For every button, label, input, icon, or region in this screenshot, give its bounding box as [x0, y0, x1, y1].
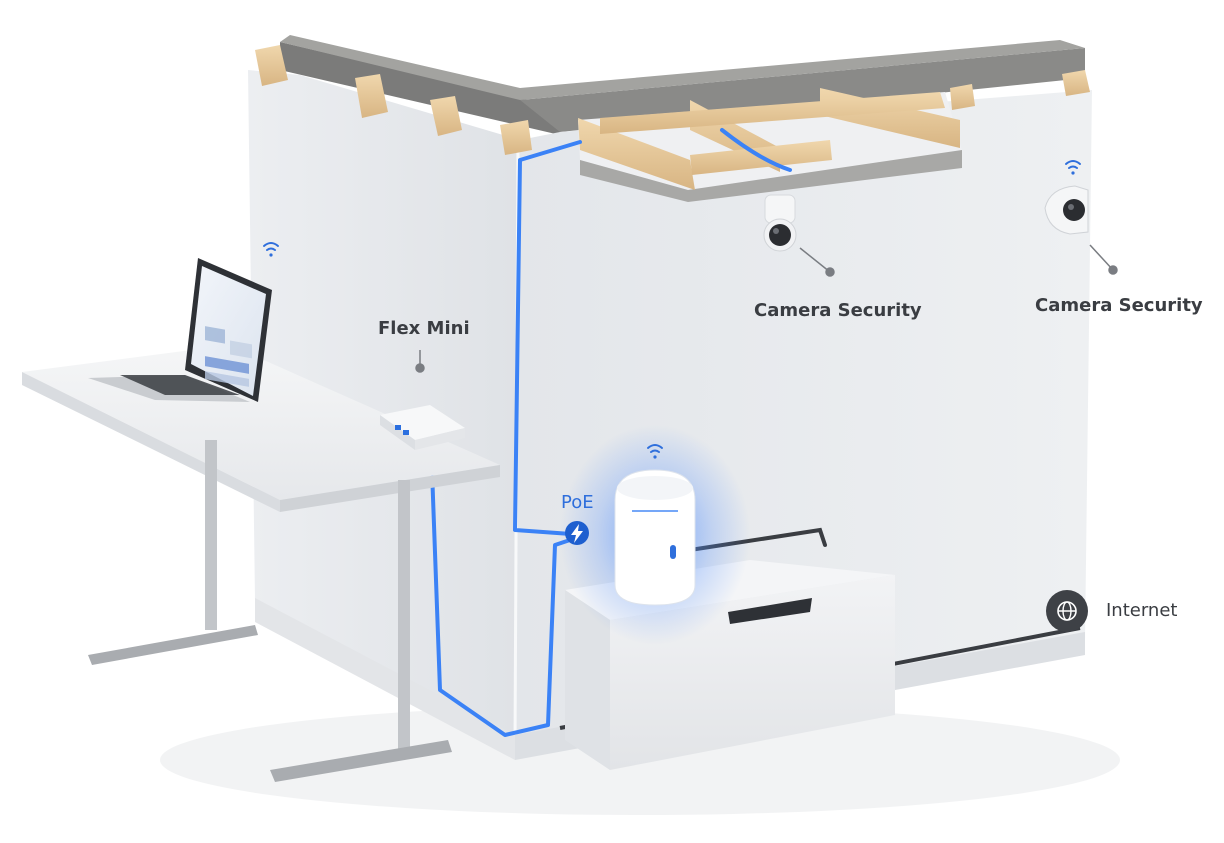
wifi-icon: [647, 444, 663, 459]
left-wall: [248, 70, 520, 745]
ceiling-joists: [255, 45, 1090, 155]
baseboard-left: [255, 598, 515, 760]
wifi-icon: [1065, 160, 1081, 175]
camera-security-wall-label: Camera Security: [1035, 295, 1203, 316]
internet-label: Internet: [1106, 600, 1178, 621]
wifi-icon: [263, 242, 279, 257]
flex-mini-label: Flex Mini: [378, 318, 470, 339]
lightning-bolt-icon: [565, 521, 589, 545]
leader-lines: [415, 244, 1118, 373]
router: [614, 469, 696, 606]
wall-top-bricks: [280, 35, 1085, 135]
camera-security-ceiling-label: Camera Security: [754, 300, 922, 321]
ceiling-camera: [763, 194, 797, 252]
wall-camera: [1044, 185, 1089, 235]
laptop: [88, 258, 272, 402]
poe-label: PoE: [561, 492, 594, 513]
globe-icon: [1046, 590, 1088, 632]
flex-mini-switch: [380, 405, 465, 450]
